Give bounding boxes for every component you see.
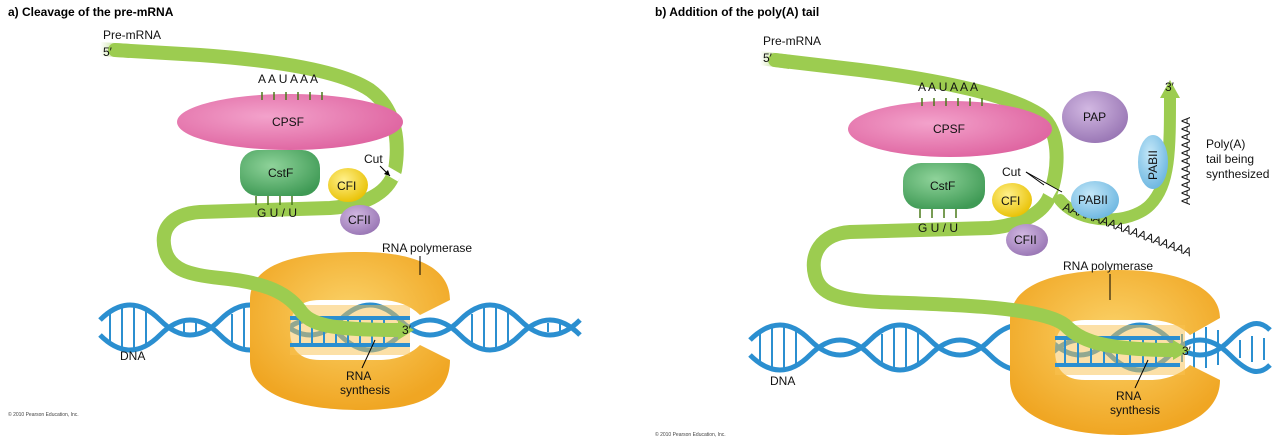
dna-label-a: DNA [120,349,145,363]
rna-synthesis-label-b-1: RNA [1116,389,1141,403]
dna-label-b: DNA [770,374,795,388]
rna-synthesis-label-b-2: synthesis [1110,403,1160,417]
pre-mrna-strand-a [108,43,407,337]
rna-synthesis-label-a-1: RNA [346,369,371,383]
pabii-b-1 [1071,181,1119,219]
three-prime-a: 3′ [402,323,412,337]
cfii-a [340,205,380,235]
gu-sequence-b: G U / U [918,221,958,235]
rna-synthesis-label-a-2: synthesis [340,383,390,397]
rna-polymerase-label-b: RNA polymerase [1063,259,1153,273]
gu-sequence-a: G U / U [257,206,297,220]
copyright-b: © 2010 Pearson Education, Inc. [655,432,726,438]
gu-ticks-a [255,196,293,205]
cpsf-a [177,94,403,150]
polya-label-b-1: Poly(A) [1206,137,1245,151]
rna-polymerase-label-a: RNA polymerase [382,241,472,255]
cfi-b [992,183,1032,217]
dna-bubble-a [290,316,410,347]
polya-seq-vertical: AAAAAAAAAAA [1179,117,1193,205]
signal-sequence-a: A A U A A A [258,72,318,86]
cfi-label-b: CFI [1001,194,1020,208]
signal-ticks-b [921,98,983,106]
cut-gap-a [384,166,402,182]
polya-label-b-3: synthesized [1206,167,1269,181]
polya-arrowhead-b [1160,80,1180,98]
rna-arrowhead-a [398,320,414,340]
cfi-label-a: CFI [337,179,356,193]
cstf-b [903,163,985,209]
pap-b [1062,91,1128,143]
polya-label-b-2: tail being [1206,152,1254,166]
pabii-b-2 [1138,135,1168,189]
cut-label-b: Cut [1002,165,1021,179]
rna-arrowhead-b [1173,340,1190,360]
cfi-a [328,168,368,202]
cstf-a [240,150,320,196]
cut-gap-b [1038,181,1058,199]
pabii-label-b-2: PABII [1146,150,1160,180]
cstf-label-b: CstF [930,179,955,193]
panel-b: AAAAAAAAAAAAAAAAA AAAAAAAAAAA CPSF A A U… [748,34,1272,435]
cfii-label-a: CFII [348,213,371,227]
cpsf-label-b: CPSF [933,122,965,136]
signal-sequence-b: A A U A A A [918,80,978,94]
cstf-label-a: CstF [268,166,293,180]
premrna-label-b: Pre-mRNA [763,34,821,48]
gu-ticks-b [919,209,957,218]
five-prime-b: 5′ [763,51,773,65]
three-prime-b: 3′ [1182,344,1192,358]
pap-label-b: PAP [1083,110,1106,124]
panel-a-title: a) Cleavage of the pre-mRNA [8,5,174,19]
cpsf-b [848,101,1052,157]
signal-ticks-a [261,92,323,100]
cfii-b [1006,224,1048,256]
five-prime-a: 5′ [103,45,113,59]
tail-three-prime-b: 3′ [1165,80,1175,94]
pabii-label-b-1: PABII [1078,193,1108,207]
cpsf-label-a: CPSF [272,115,304,129]
panel-a: CPSF A A U A A A CstF G U / U CFI CFII C… [98,28,582,410]
cfii-label-b: CFII [1014,233,1037,247]
cut-label-a: Cut [364,152,383,166]
copyright-a: © 2010 Pearson Education, Inc. [8,412,79,418]
pre-mrna-strand-b [768,53,1182,357]
panel-b-title: b) Addition of the poly(A) tail [655,5,820,19]
premrna-label-a: Pre-mRNA [103,28,161,42]
